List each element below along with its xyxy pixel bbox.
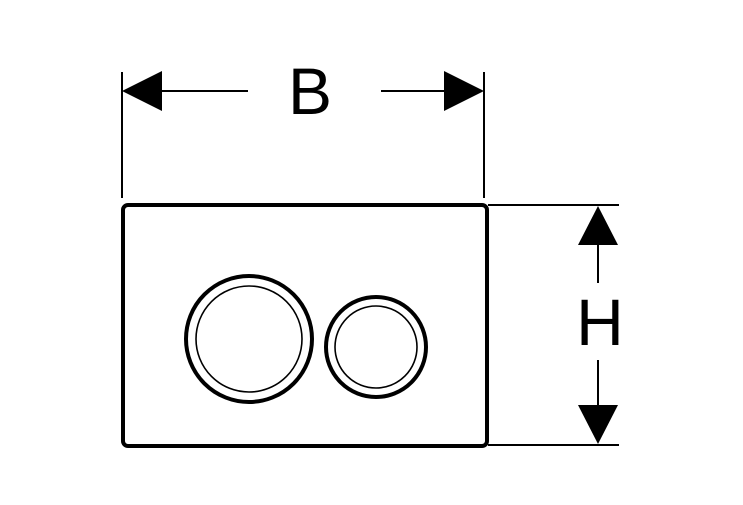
large-button-inner-ring (195, 285, 303, 393)
width-label: B (288, 54, 332, 128)
height-label: H (576, 285, 624, 359)
height-arrowhead-bottom (578, 405, 618, 444)
small-button-inner-ring (334, 305, 418, 389)
width-arrowhead-left (122, 71, 162, 111)
flush-plate (121, 203, 489, 448)
large-button-outer-ring (184, 274, 314, 404)
small-flush-button (324, 295, 428, 399)
large-flush-button (184, 274, 314, 404)
width-arrowhead-right (444, 71, 484, 111)
height-arrowhead-top (578, 206, 618, 245)
height-dimension: H (488, 204, 624, 446)
small-button-outer-ring (324, 295, 428, 399)
plate-outline (121, 203, 489, 448)
width-dimension: B (121, 54, 485, 198)
